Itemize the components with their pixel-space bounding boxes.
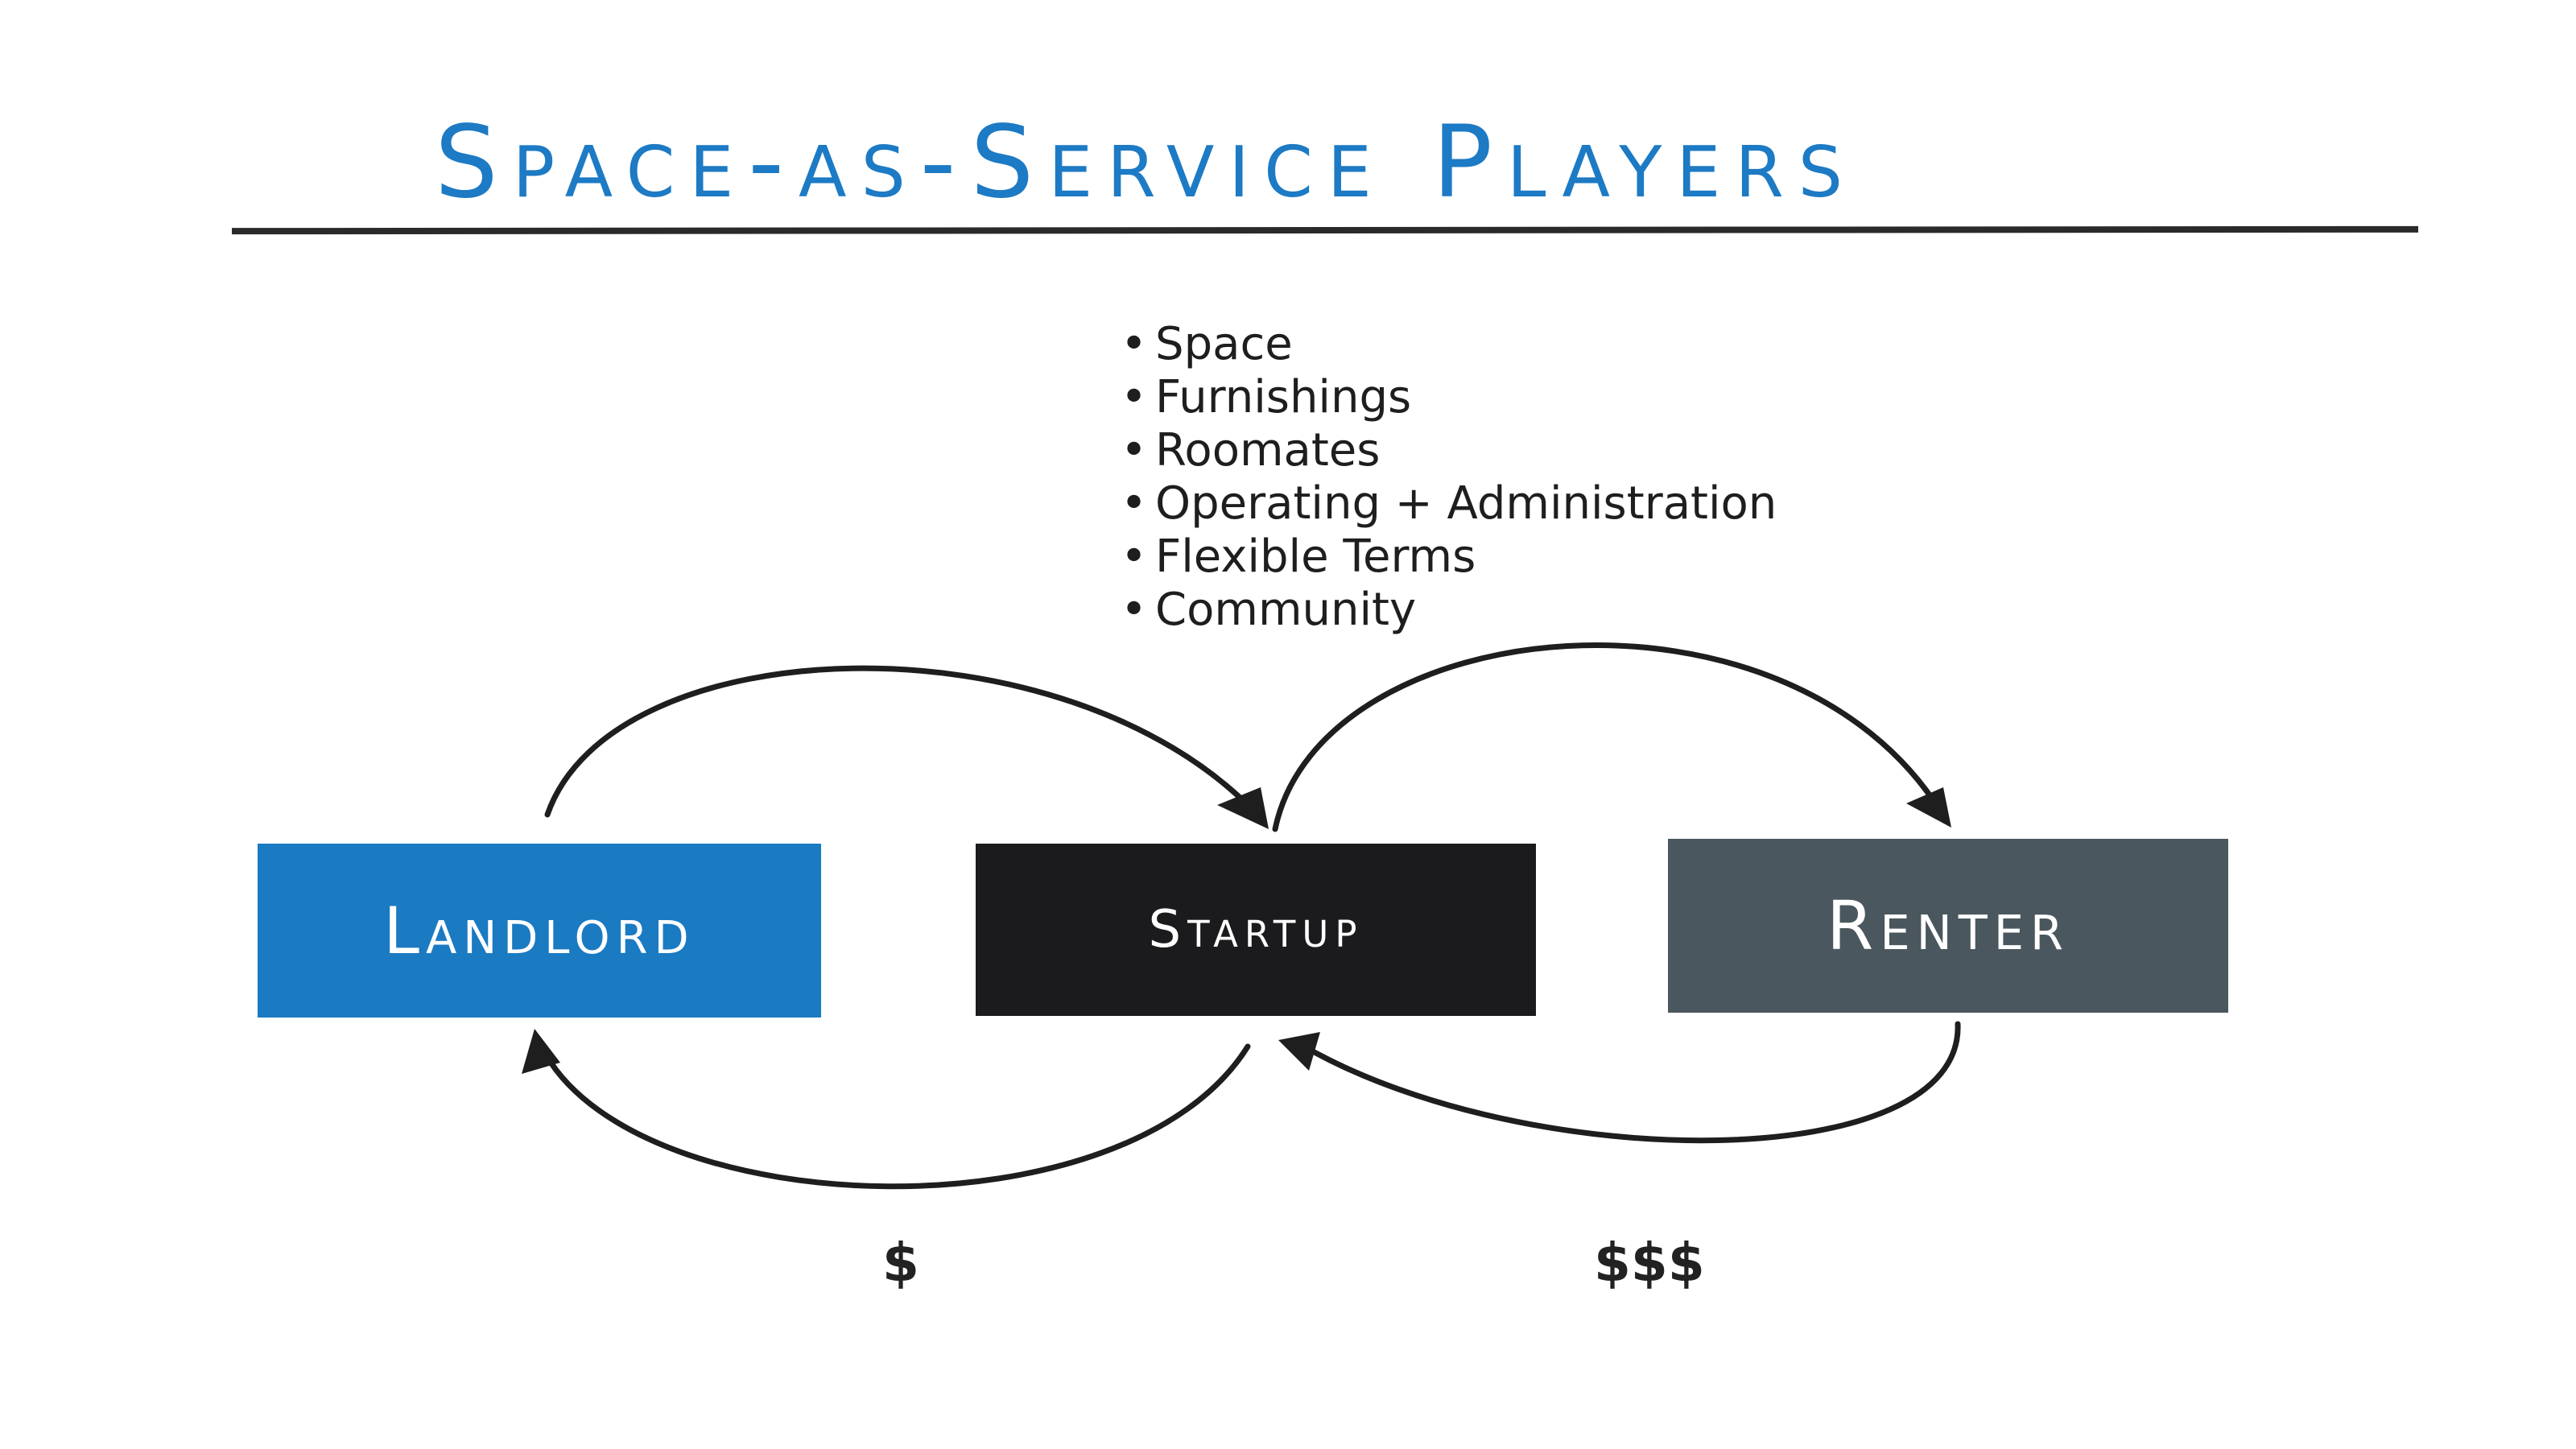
offering-item: Roomates bbox=[1121, 424, 1777, 477]
renter-label: Renter bbox=[1826, 886, 2070, 965]
payment-to-startup: $$$ bbox=[1594, 1232, 1705, 1294]
offering-list: Space Furnishings Roomates Operating + A… bbox=[1121, 318, 1777, 637]
renter-box: Renter bbox=[1668, 839, 2228, 1013]
arrow-startup-to-renter bbox=[1272, 642, 1945, 832]
payment-to-landlord: $ bbox=[882, 1232, 919, 1294]
arrow-head-icon bbox=[522, 1029, 560, 1074]
offering-item: Community bbox=[1121, 584, 1777, 637]
arrow-landlord-to-startup bbox=[544, 665, 1259, 818]
arrow-head-icon bbox=[1217, 787, 1269, 829]
arrow-head-icon bbox=[1278, 1032, 1320, 1071]
diagram-title: Space-as-Service Players bbox=[435, 105, 1858, 221]
offering-item: Space bbox=[1121, 318, 1777, 371]
startup-box: Startup bbox=[976, 844, 1536, 1016]
arrow-head-icon bbox=[1906, 787, 1951, 828]
offering-item: Operating + Administration bbox=[1121, 477, 1777, 530]
startup-label: Startup bbox=[1148, 900, 1364, 960]
arrow-renter-to-startup bbox=[1301, 1021, 1961, 1144]
offering-item: Flexible Terms bbox=[1121, 530, 1777, 584]
offering-item: Furnishings bbox=[1121, 371, 1777, 424]
landlord-box: Landlord bbox=[258, 844, 821, 1018]
arrow-startup-to-landlord bbox=[543, 1043, 1251, 1190]
title-divider bbox=[231, 225, 2419, 235]
landlord-label: Landlord bbox=[383, 893, 696, 968]
